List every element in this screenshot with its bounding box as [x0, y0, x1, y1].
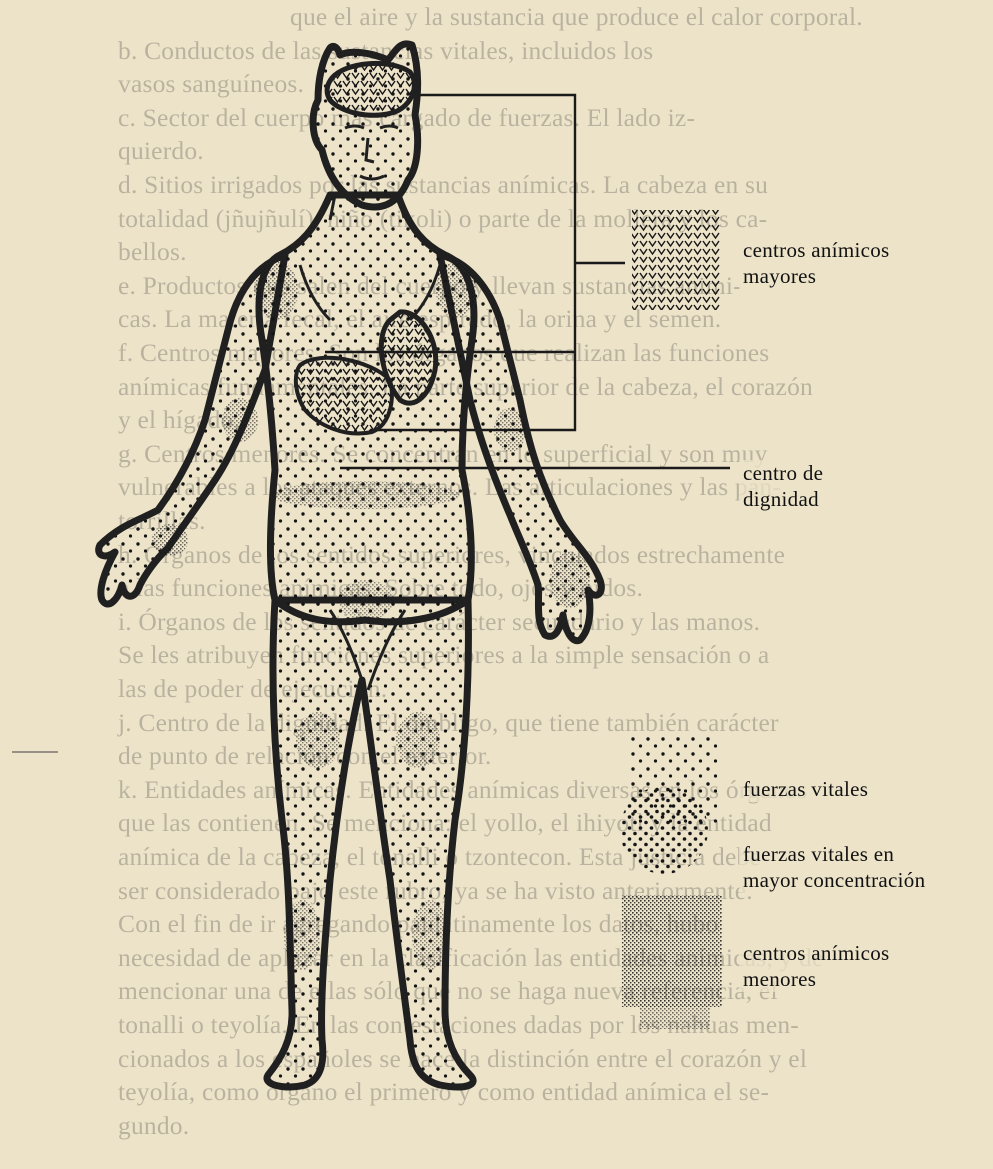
label-fuerzas-vitales: fuerzas vitales [739, 776, 872, 802]
label-line: centros anímicos [743, 940, 890, 966]
label-line: mayores [743, 263, 890, 289]
label-fuerzas-vitales-mayor: fuerzas vitales en mayor concentración [739, 841, 929, 893]
human-figure [99, 44, 602, 1087]
label-line: mayor concentración [743, 867, 925, 893]
label-centros-animicos-mayores: centros anímicos mayores [739, 237, 894, 289]
label-line: centros anímicos [743, 237, 890, 263]
label-line: fuerzas vitales en [743, 841, 925, 867]
label-line: centro de [743, 460, 823, 486]
legend-swatch-mayor [620, 786, 708, 874]
label-line: fuerzas vitales [743, 776, 868, 802]
legend-swatch-mayores [632, 210, 720, 310]
label-line: menores [743, 966, 890, 992]
label-centros-animicos-menores: centros anímicos menores [739, 940, 894, 992]
legend-swatch-menores [622, 895, 722, 1007]
label-centro-de-dignidad: centro de dignidad [739, 460, 827, 512]
label-line: dignidad [743, 486, 823, 512]
